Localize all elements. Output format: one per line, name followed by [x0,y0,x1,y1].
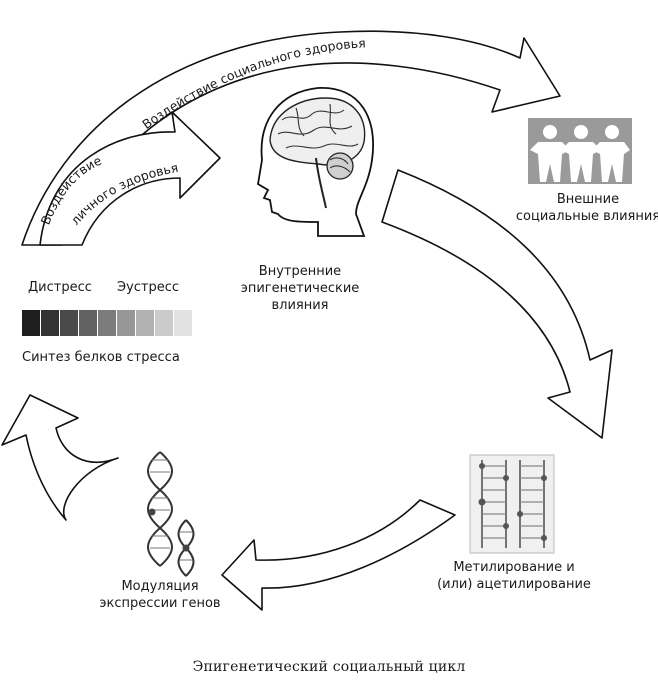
svg-text:Внутренние: Внутренние [259,264,341,279]
gradient-cell [22,310,40,336]
gradient-cell [174,310,192,336]
svg-text:экспрессии генов: экспрессии генов [99,596,220,611]
svg-text:Модуляция: Модуляция [121,579,198,594]
methylation-label: Метилирование и (или) ацетилирование [437,560,591,592]
personal-health-arrow [39,111,221,246]
dna-helix-icon [147,451,195,577]
bottom-cycle-arrow [221,499,456,611]
figure-caption: Эпигенетический социальный цикл [193,659,466,675]
svg-text:Метилирование и: Метилирование и [453,560,574,575]
svg-text:(или) ацетилирование: (или) ацетилирование [437,577,591,592]
methylation-dna-icon [469,454,555,554]
internal-influences-label: Внутренние эпигенетические влияния [241,264,360,313]
paper-people-icon [528,118,632,184]
svg-text:социальные влияния: социальные влияния [516,209,658,224]
head-brain-icon [257,87,374,237]
gradient-cell [98,310,116,336]
distress-label: Дистресс [28,280,92,295]
gradient-cell [41,310,59,336]
external-influences-label: Внешние социальные влияния [516,192,658,224]
svg-text:Внешние: Внешние [557,192,619,207]
eustress-label: Эустресс [117,280,179,295]
stress-gradient-bar [22,310,192,336]
gradient-cell [155,310,173,336]
stress-protein-synthesis-label: Синтез белков стресса [22,350,180,365]
gene-modulation-label: Модуляция экспрессии генов [99,579,220,611]
left-cycle-arrow [1,394,119,521]
gradient-cell [60,310,78,336]
svg-text:влияния: влияния [271,298,328,313]
gradient-cell [117,310,135,336]
gradient-cell [79,310,97,336]
svg-text:эпигенетические: эпигенетические [241,281,360,296]
gradient-cell [136,310,154,336]
right-cycle-arrow [381,169,613,439]
social-health-arrow [21,30,561,246]
